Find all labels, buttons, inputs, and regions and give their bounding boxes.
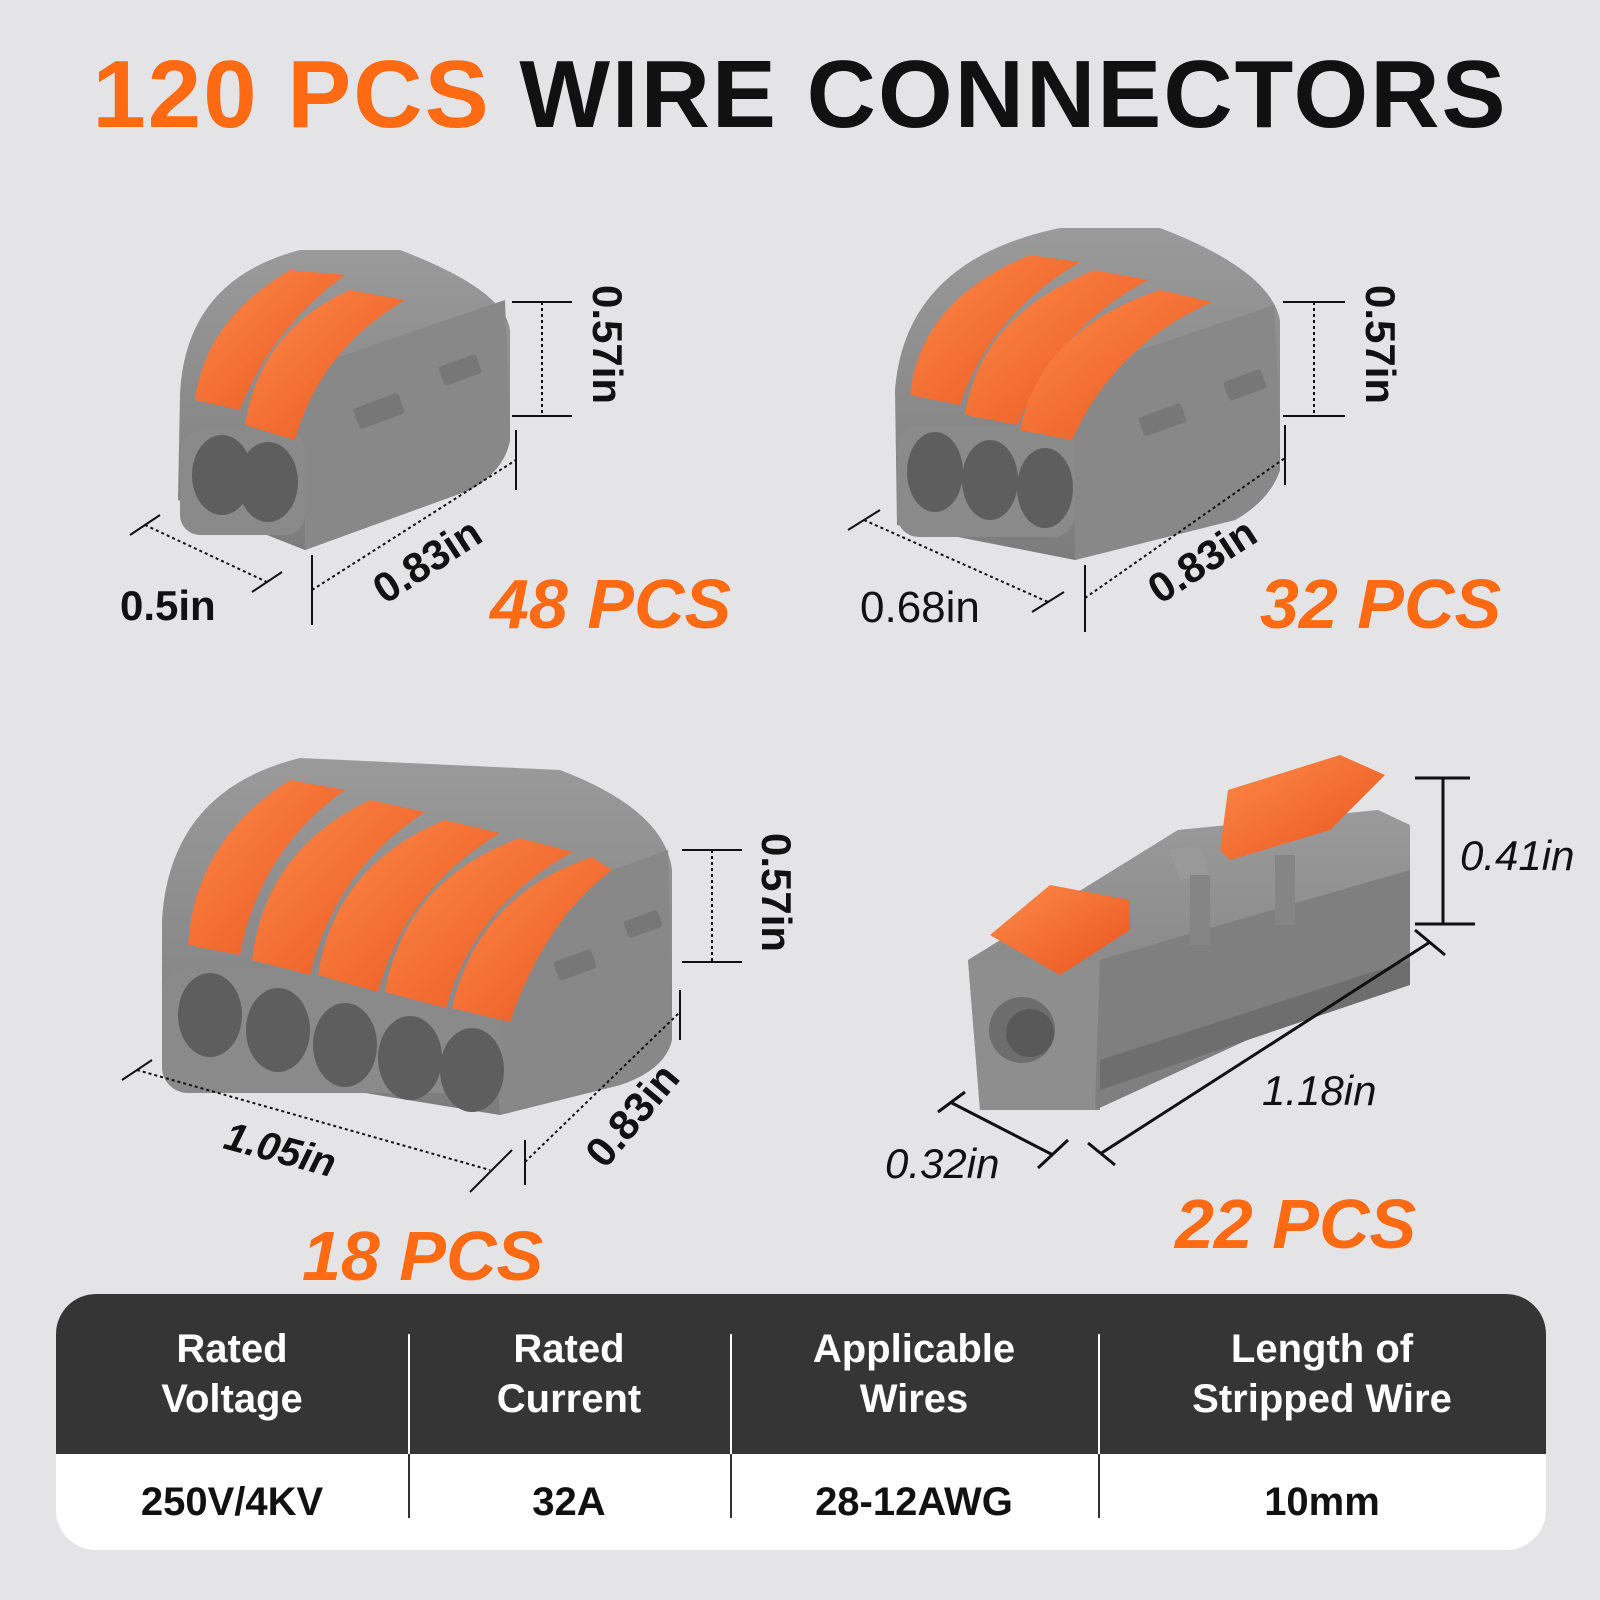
title-rest: WIRE CONNECTORS <box>519 41 1508 148</box>
spec-value-wires: 28-12AWG <box>815 1479 1013 1524</box>
page-title: 120 PCS WIRE CONNECTORS <box>0 40 1600 150</box>
c4-pcs-label: 22 PCS <box>1173 1185 1416 1263</box>
title-highlight: 120 PCS <box>92 41 491 148</box>
c2-width-label: 0.68in <box>860 583 980 632</box>
c4-depth-label: 1.18in <box>1262 1067 1376 1114</box>
c4-width-label: 0.32in <box>885 1140 999 1187</box>
connector-3-lever <box>895 228 1280 560</box>
dimension-lines-1 <box>129 301 572 625</box>
spec-table: Rated Voltage Rated Current Applicable W… <box>56 1294 1546 1550</box>
spec-value-current: 32A <box>532 1479 606 1524</box>
value-divider <box>730 1454 732 1518</box>
dimension-lines-3 <box>121 849 742 1193</box>
spec-value-row: 250V/4KV 32A 28-12AWG 10mm <box>56 1454 1546 1550</box>
header-divider <box>408 1334 410 1454</box>
connector-2-lever <box>178 250 510 550</box>
c3-height-label: 0.57in <box>753 833 800 952</box>
value-divider <box>1098 1454 1100 1518</box>
header-divider <box>1098 1334 1100 1454</box>
c2-pcs-label: 32 PCS <box>1260 565 1501 643</box>
c1-height-label: 0.57in <box>584 285 631 404</box>
c3-width-label: 1.05in <box>220 1114 341 1186</box>
connector-5-lever <box>162 758 672 1115</box>
c1-depth-label: 0.83in <box>364 508 489 612</box>
value-divider <box>408 1454 410 1518</box>
spec-header-voltage: Rated Voltage <box>161 1327 303 1421</box>
spec-header-current: Rated Current <box>496 1327 642 1421</box>
c2-height-label: 0.57in <box>1357 285 1404 404</box>
spec-header-row: Rated Voltage Rated Current Applicable W… <box>56 1294 1546 1454</box>
spec-header-strip-length: Length of Stripped Wire <box>1192 1327 1452 1421</box>
header-divider <box>730 1334 732 1454</box>
dimension-lines-2 <box>847 301 1345 632</box>
spec-header-wires: Applicable Wires <box>812 1327 1016 1421</box>
c1-pcs-label: 48 PCS <box>488 565 731 643</box>
connector-inline <box>968 755 1410 1110</box>
c1-width-label: 0.5in <box>120 582 216 629</box>
c4-height-label: 0.41in <box>1460 832 1574 879</box>
spec-value-voltage: 250V/4KV <box>140 1479 324 1524</box>
dimension-lines-4 <box>937 776 1475 1170</box>
spec-value-strip-length: 10mm <box>1264 1479 1380 1524</box>
c3-pcs-label: 18 PCS <box>302 1217 543 1295</box>
